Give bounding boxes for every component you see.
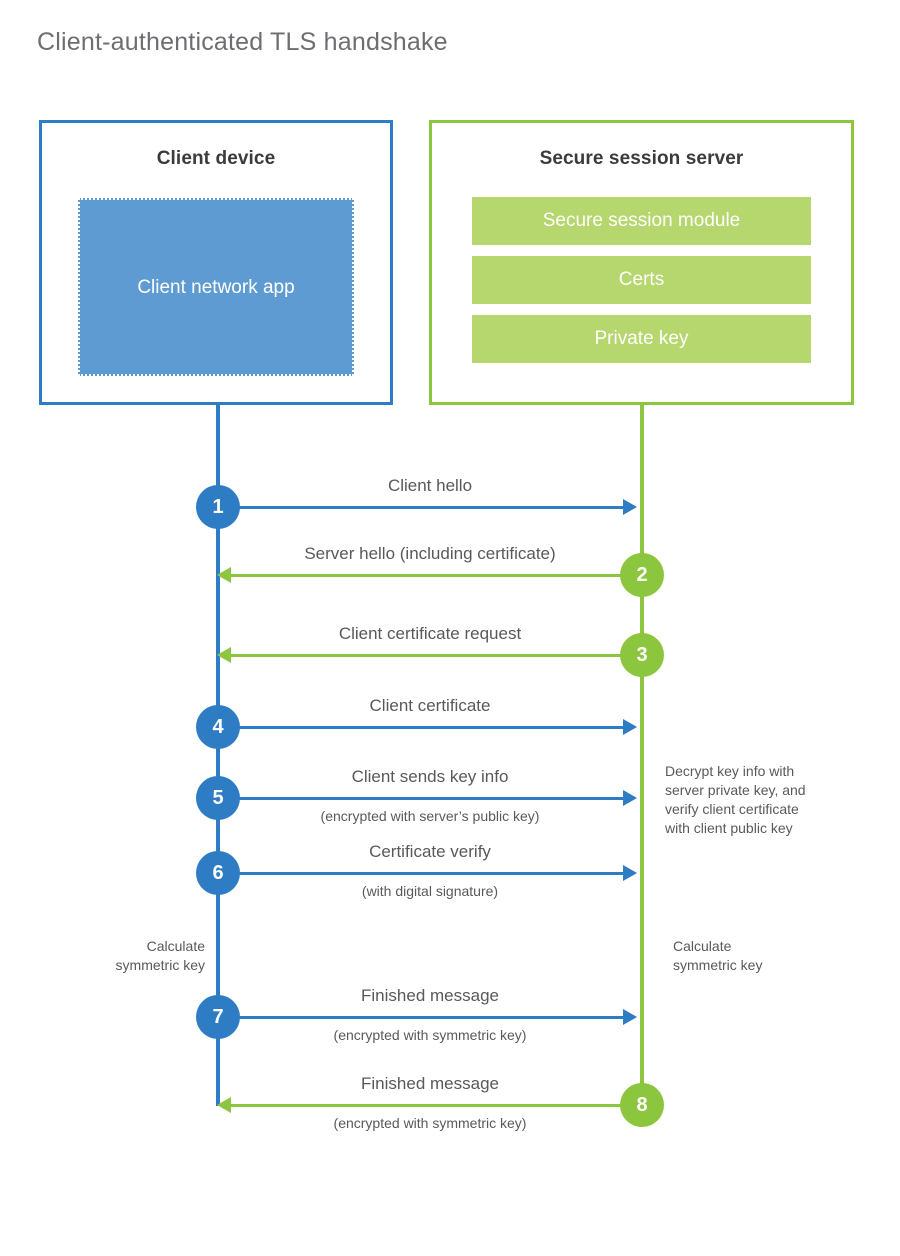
server-component-secure-session-module: Secure session module [472, 197, 811, 245]
note-decrypt-line-2: server private key, and [665, 782, 806, 798]
step-circle-7[interactable]: 7 [196, 995, 240, 1039]
note-decrypt-line-4: with client public key [665, 820, 793, 836]
server-component-certs: Certs [472, 256, 811, 304]
message-label-5: Client sends key info [351, 767, 509, 786]
message-line-5 [220, 797, 623, 800]
step-circle-3[interactable]: 3 [620, 633, 664, 677]
message-label-8: Finished message [361, 1074, 499, 1093]
message-line-3 [231, 654, 640, 657]
client-device-box: Client device Client network app [39, 120, 393, 405]
secure-session-server-box: Secure session server Secure session mod… [429, 120, 854, 405]
message-sublabel-7: (encrypted with symmetric key) [333, 1027, 527, 1043]
message-sublabel-5: (encrypted with server’s public key) [320, 808, 540, 824]
arrowhead-right-1 [623, 499, 637, 515]
message-line-1 [220, 506, 623, 509]
arrowhead-left-3 [217, 647, 231, 663]
note-decrypt-line-1: Decrypt key info with [665, 763, 795, 779]
client-network-app-label: Client network app [137, 276, 295, 298]
message-sublabel-6: (with digital signature) [361, 883, 499, 899]
note-server-calculate-symmetric-key: Calculate symmetric key [673, 937, 843, 975]
note-client-calc-line-1: Calculate [146, 938, 205, 954]
step-circle-2[interactable]: 2 [620, 553, 664, 597]
note-decrypt-key-info: Decrypt key info with server private key… [665, 762, 850, 838]
message-line-8 [231, 1104, 640, 1107]
arrowhead-left-8 [217, 1097, 231, 1113]
note-server-calc-line-1: Calculate [673, 938, 732, 954]
step-circle-6[interactable]: 6 [196, 851, 240, 895]
secure-session-server-title: Secure session server [539, 148, 744, 169]
note-decrypt-line-3: verify client certificate [665, 801, 799, 817]
server-component-private-key: Private key [472, 315, 811, 363]
server-components-list: Secure session module Certs Private key [472, 197, 811, 374]
note-client-calculate-symmetric-key: Calculate symmetric key [60, 937, 205, 975]
arrowhead-right-6 [623, 865, 637, 881]
arrowhead-right-4 [623, 719, 637, 735]
client-lifeline [216, 402, 220, 1106]
message-label-1: Client hello [387, 476, 473, 495]
message-label-6: Certificate verify [369, 842, 491, 861]
page-title: Client-authenticated TLS handshake [37, 28, 448, 56]
message-line-7 [220, 1016, 623, 1019]
message-sublabel-8: (encrypted with symmetric key) [333, 1115, 527, 1131]
arrowhead-right-5 [623, 790, 637, 806]
step-circle-8[interactable]: 8 [620, 1083, 664, 1127]
server-lifeline [640, 402, 644, 1105]
message-line-2 [231, 574, 640, 577]
arrowhead-right-7 [623, 1009, 637, 1025]
note-client-calc-line-2: symmetric key [115, 957, 205, 973]
note-server-calc-line-2: symmetric key [673, 957, 763, 973]
message-line-4 [220, 726, 623, 729]
client-device-title: Client device [156, 148, 276, 169]
step-circle-5[interactable]: 5 [196, 776, 240, 820]
client-network-app-block: Client network app [78, 198, 354, 376]
message-label-7: Finished message [361, 986, 499, 1005]
message-line-6 [220, 872, 623, 875]
message-label-2: Server hello (including certificate) [304, 544, 556, 563]
arrowhead-left-2 [217, 567, 231, 583]
step-circle-1[interactable]: 1 [196, 485, 240, 529]
message-label-3: Client certificate request [338, 624, 522, 643]
message-label-4: Client certificate [369, 696, 491, 715]
step-circle-4[interactable]: 4 [196, 705, 240, 749]
